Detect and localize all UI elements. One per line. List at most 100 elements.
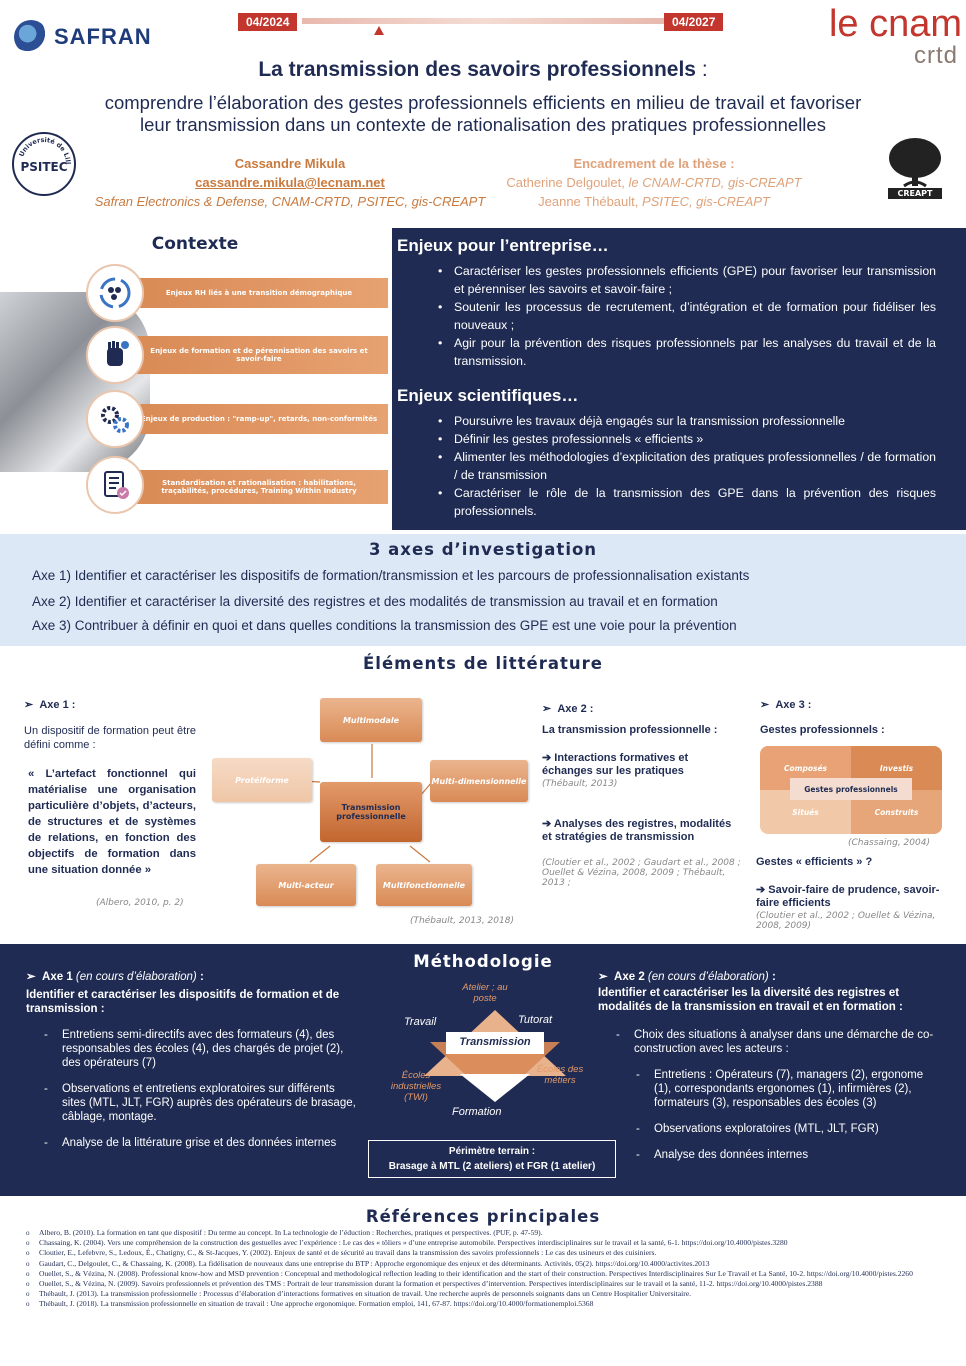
lit-axe3-sub: Gestes professionnels :	[760, 724, 885, 736]
list-item: Caractériser les gestes professionnels e…	[436, 262, 936, 298]
contexte-item: Enjeux RH liés à une transition démograp…	[130, 278, 388, 308]
author-email[interactable]: cassandre.mikula@lecnam.net	[195, 175, 385, 190]
methodologie-title: Méthodologie	[413, 952, 553, 971]
diagram-cite: (Thébault, 2013, 2018)	[410, 916, 514, 926]
list-item: Observations exploratoires (MTL, JLT, FG…	[632, 1122, 938, 1136]
poster-title: La transmission des savoirs professionne…	[258, 58, 708, 81]
lit-axe2-p1: ➔ Interactions formatives et échanges su…	[542, 752, 689, 777]
cnam-logo-main: le cnam	[828, 3, 962, 45]
references-title: Références principales	[365, 1207, 601, 1226]
enjeux-entreprise-title: Enjeux pour l’entreprise…	[397, 236, 609, 255]
list-item: Agir pour la prévention des risques prof…	[436, 334, 936, 370]
contexte-item: Enjeux de production : "ramp-up", retard…	[130, 404, 388, 434]
safran-logo: SAFRAN	[14, 18, 184, 58]
meth-axe2-goal: Identifier et caractériser les la divers…	[598, 987, 903, 1013]
author-affiliation: Safran Electronics & Defense, CNAM-CRTD,…	[94, 194, 486, 209]
list-item: Entretiens : Opérateurs (7), managers (2…	[632, 1068, 938, 1110]
gears-icon	[86, 390, 144, 448]
supervision-block: Encadrement de la thèse : Catherine Delg…	[506, 156, 802, 209]
reference-item: Cloutier, E., Lefebvre, S., Ledoux, É., …	[26, 1248, 946, 1258]
lit-axe3-cite: (Chassaing, 2004)	[848, 838, 930, 848]
enjeux-scientifiques-title: Enjeux scientifiques…	[397, 386, 579, 405]
lit-axe1-quote: « L’artefact fonctionnel qui matérialise…	[28, 768, 196, 876]
reference-item: Ouellet, S., & Vézina, N. (2008). Profes…	[26, 1269, 946, 1279]
reference-item: Albero, B. (2010). La formation en tant …	[26, 1228, 946, 1238]
meth-axe1-list: Entretiens semi-directifs avec des forma…	[40, 1028, 358, 1162]
cnam-logo-sub: crtd	[913, 42, 958, 69]
people-cycle-icon	[86, 264, 144, 322]
meth-axe2-heading: ➢ Axe 2 (en cours d’élaboration) :	[598, 971, 776, 983]
contexte-item: Enjeux de formation et de pérennisation …	[130, 336, 388, 374]
triangle-bottom-right: Écoles des métiers	[536, 1064, 584, 1086]
checklist-icon	[86, 456, 144, 514]
list-item: Choix des situations à analyser dans une…	[612, 1028, 938, 1056]
list-item: Caractériser le rôle de la transmission …	[436, 484, 936, 520]
axe-item: Axe 3) Contribuer à définir en quoi et d…	[32, 618, 737, 633]
triangle-bottom-left: Écoles industrielles (TWI)	[390, 1070, 442, 1103]
cnam-logo: le cnam crtd	[812, 4, 962, 70]
diagram-node: Multi-acteur	[256, 864, 356, 906]
references-list: Albero, B. (2010). La formation en tant …	[26, 1228, 946, 1310]
diagram-node: Multimodale	[320, 698, 422, 742]
meth-axe1-goal: Identifier et caractériser les dispositi…	[26, 989, 340, 1015]
axe-item: Axe 1) Identifier et caractériser les di…	[32, 568, 750, 583]
lit-axe3-p-cite: (Cloutier et al., 2002 ; Ouellet & Vézin…	[756, 911, 936, 931]
axes-panel	[0, 534, 966, 646]
reference-item: Gaudart, C., Delgoulet, C., & Chassaing,…	[26, 1259, 946, 1269]
timeline-end: 04/2027	[664, 13, 724, 31]
quadrant-center: Gestes professionnels	[790, 778, 912, 800]
triangle-left: Travail	[404, 1016, 437, 1028]
contexte-item: Standardisation et rationalisation : hab…	[130, 470, 388, 504]
gestes-quadrant: Composés Investis Situés Construits Gest…	[760, 746, 942, 834]
list-item: Définir les gestes professionnels « effi…	[436, 430, 936, 448]
diagram-node: Multi-dimensionnelle	[430, 760, 528, 802]
axes-title: 3 axes d’investigation	[368, 540, 598, 559]
diagram-node: Protéiforme	[212, 758, 312, 802]
diagram-node: Multifonctionnelle	[376, 864, 472, 906]
timeline-start: 04/2024	[238, 13, 298, 31]
svg-text:Université de Lille: Université de Lille	[12, 132, 72, 164]
list-item: Poursuivre les travaux déjà engagés sur …	[436, 412, 936, 430]
reference-item: Ouellet, S., & Vézina, N. (2009). Savoir…	[26, 1279, 946, 1289]
psitec-logo: Université de Lille PSITEC	[12, 132, 76, 196]
lit-axe1-heading: ➢ Axe 1 :	[24, 699, 76, 711]
lit-axe2-sub: La transmission professionnelle :	[542, 724, 718, 736]
reference-item: Chassaing, K. (2004). Vers une compréhen…	[26, 1238, 946, 1248]
list-item: Alimenter les méthodologies d’explicitat…	[436, 448, 936, 484]
lit-axe2-p2: ➔ Analyses des registres, modalités et s…	[542, 818, 732, 843]
axe-item: Axe 2) Identifier et caractériser la div…	[32, 594, 718, 609]
litterature-title: Éléments de littérature	[363, 654, 603, 673]
transmission-triangle	[424, 1010, 566, 1102]
contexte-title: Contexte	[151, 234, 239, 254]
creapt-logo: CREAPT	[884, 134, 946, 200]
triangle-top: Atelier ; au poste	[462, 982, 508, 1004]
list-item: Analyse de la littérature grise et des d…	[40, 1136, 358, 1150]
list-item: Entretiens semi-directifs avec des forma…	[40, 1028, 358, 1070]
lit-axe1-cite: (Albero, 2010, p. 2)	[96, 898, 184, 908]
triangle-bottom: Formation	[452, 1106, 502, 1118]
lit-axe2-p1-cite: (Thébault, 2013)	[542, 779, 618, 789]
meth-axe1-heading: ➢ Axe 1 (en cours d’élaboration) :	[26, 971, 204, 983]
list-item: Soutenir les processus de recrutement, d…	[436, 298, 936, 334]
author-name: Cassandre Mikula	[234, 156, 346, 171]
list-item: Observations et entretiens exploratoires…	[40, 1082, 358, 1124]
reference-item: Thébault, J. (2013). La transmission pro…	[26, 1289, 946, 1299]
perimetre-box: Périmètre terrain : Brasage à MTL (2 ate…	[368, 1140, 616, 1178]
author-block: Cassandre Mikula cassandre.mikula@lecnam…	[80, 154, 500, 211]
triangle-right: Tutorat	[518, 1014, 553, 1026]
diagram-center-node: Transmission professionnelle	[320, 782, 422, 842]
poster-subtitle: comprendre l’élaboration des gestes prof…	[104, 92, 862, 135]
safran-swirl-icon	[14, 20, 48, 54]
reference-item: Thébault, J. (2018). La transmission pro…	[26, 1299, 946, 1309]
list-item: Analyse des données internes	[632, 1148, 938, 1162]
lit-axe3-q2: Gestes « efficients » ?	[756, 856, 873, 868]
enjeux-entreprise-list: Caractériser les gestes professionnels e…	[436, 262, 936, 370]
timeline-bar	[302, 18, 664, 24]
hand-gear-icon	[86, 326, 144, 384]
meth-axe2-list: Choix des situations à analyser dans une…	[612, 1028, 938, 1174]
lit-axe2-p2-cite: (Cloutier et al., 2002 ; Gaudart et al.,…	[542, 858, 741, 888]
lit-axe2-heading: ➢ Axe 2 :	[542, 703, 594, 715]
lit-axe3-p: ➔ Savoir-faire de prudence, savoir-faire…	[756, 884, 940, 909]
timeline-marker-icon	[374, 26, 384, 35]
triangle-center: Transmission	[459, 1036, 531, 1048]
